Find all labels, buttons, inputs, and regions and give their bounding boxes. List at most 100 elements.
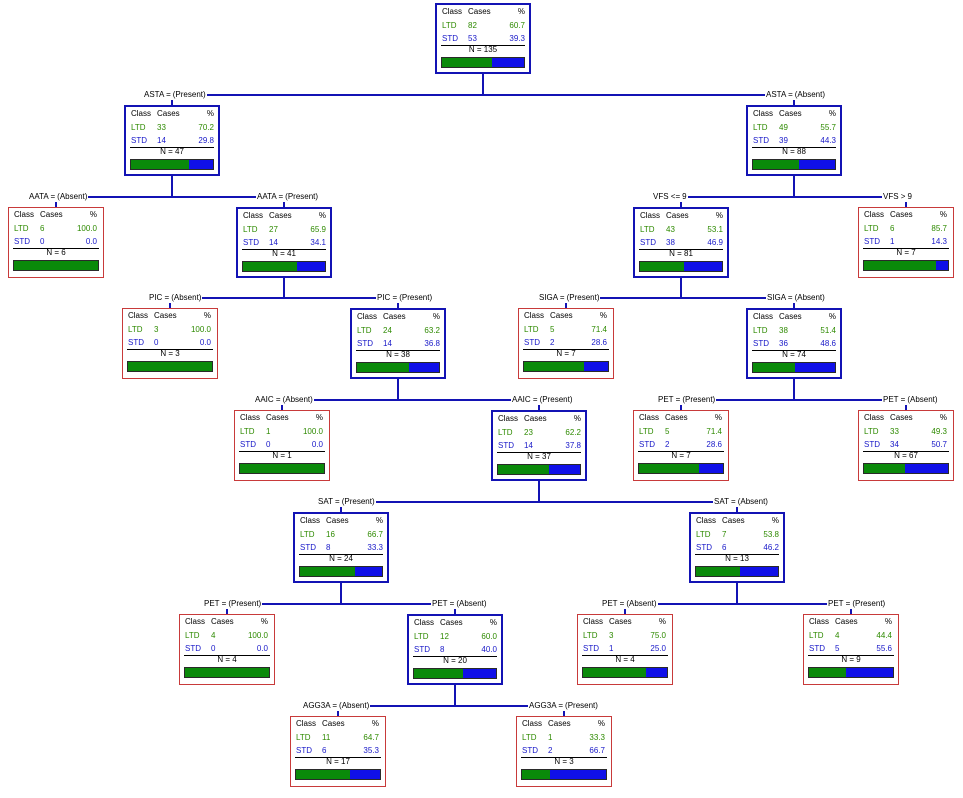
- header-cases: Cases: [722, 516, 745, 525]
- split-value: (Present): [682, 395, 716, 404]
- class-label: STD: [442, 34, 458, 43]
- split-value: (Absent): [626, 599, 657, 608]
- node-divider: [413, 655, 497, 657]
- bar-segment-std: [936, 261, 948, 270]
- class-label: STD: [185, 644, 201, 653]
- bar-segment-ltd: [522, 770, 550, 779]
- header-cases: Cases: [440, 618, 463, 627]
- ltd-pct: 60.7: [509, 21, 525, 30]
- std-pct: 50.7: [931, 440, 947, 449]
- node-divider: [638, 450, 724, 452]
- std-pct: 39.3: [509, 34, 525, 43]
- ltd-cases: 3: [154, 325, 159, 334]
- std-pct: 48.6: [820, 339, 836, 348]
- bar-segment-std: [683, 262, 722, 271]
- std-pct: 37.8: [565, 441, 581, 450]
- split-variable: PET =: [658, 395, 681, 404]
- class-label: STD: [753, 136, 769, 145]
- split-label: ASTA =(Present): [143, 90, 207, 100]
- bar-segment-ltd: [357, 363, 409, 372]
- std-pct: 14.3: [931, 237, 947, 246]
- class-label: STD: [640, 238, 656, 247]
- node-divider: [582, 654, 668, 656]
- bar-segment-ltd: [131, 160, 189, 169]
- node-divider: [497, 451, 581, 453]
- std-pct: 0.0: [85, 237, 97, 246]
- split-value: (Present): [285, 192, 319, 201]
- split-variable: PET =: [602, 599, 625, 608]
- class-label: STD: [809, 644, 825, 653]
- ltd-cases: 27: [269, 225, 278, 234]
- split-value: (Absent): [171, 293, 202, 302]
- split-variable: SIGA =: [539, 293, 565, 302]
- std-pct: 28.6: [706, 440, 722, 449]
- ltd-pct: 60.0: [481, 632, 497, 641]
- bar-segment-ltd: [864, 261, 936, 270]
- header-cases: Cases: [665, 413, 688, 422]
- node-total: N = 4: [217, 655, 237, 664]
- class-distribution-bar: [184, 667, 270, 678]
- header-cases: Cases: [383, 312, 406, 321]
- class-distribution-bar: [808, 667, 894, 678]
- node-total: N = 37: [527, 452, 551, 461]
- std-pct: 44.3: [820, 136, 836, 145]
- std-pct: 0.0: [311, 440, 323, 449]
- ltd-cases: 4: [211, 631, 216, 640]
- class-distribution-bar: [521, 769, 607, 780]
- header-cases: Cases: [609, 617, 632, 626]
- node-total: N = 4: [615, 655, 635, 664]
- node-total: N = 17: [326, 757, 350, 766]
- header-pct: %: [828, 312, 836, 321]
- std-cases: 38: [666, 238, 675, 247]
- bar-segment-ltd: [583, 668, 646, 677]
- bar-segment-ltd: [864, 464, 906, 473]
- class-distribution-bar: [413, 668, 497, 679]
- std-cases: 34: [890, 440, 899, 449]
- header-pct: %: [375, 516, 383, 525]
- bar-segment-std: [463, 669, 496, 678]
- class-label: LTD: [864, 224, 879, 233]
- ltd-pct: 55.7: [820, 123, 836, 132]
- class-distribution-bar: [239, 463, 325, 474]
- split-variable: AATA =: [257, 192, 284, 201]
- ltd-pct: 53.1: [707, 225, 723, 234]
- node-total: N = 6: [46, 248, 66, 257]
- class-distribution-bar: [639, 261, 723, 272]
- bar-segment-ltd: [498, 465, 549, 474]
- header-class: Class: [524, 311, 545, 320]
- split-value: (Absent): [794, 293, 825, 302]
- ltd-cases: 43: [666, 225, 675, 234]
- split-label: AAIC =(Present): [511, 395, 574, 405]
- class-label: LTD: [753, 123, 768, 132]
- bar-segment-std: [846, 668, 893, 677]
- header-pct: %: [203, 311, 211, 320]
- bar-segment-ltd: [240, 464, 324, 473]
- class-label: STD: [498, 441, 514, 450]
- header-class: Class: [243, 211, 264, 220]
- ltd-pct: 53.8: [763, 530, 779, 539]
